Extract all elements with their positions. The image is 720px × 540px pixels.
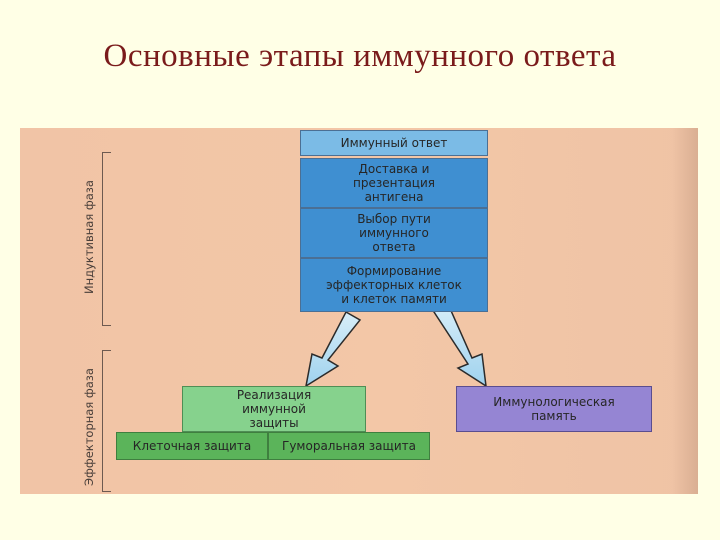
humoral-defense-box: Гуморальная защита bbox=[268, 432, 430, 460]
arrow-to-memory bbox=[432, 302, 487, 388]
immune-response-box: Иммунный ответ bbox=[300, 130, 488, 156]
arrows bbox=[304, 302, 487, 388]
delivery-box: Доставка и презентация антигена bbox=[300, 158, 488, 208]
photo-edge-shadow bbox=[672, 128, 698, 494]
realization-box: Реализация иммунной защиты bbox=[182, 386, 366, 432]
effector-phase-bracket bbox=[102, 350, 111, 492]
page-title: Основные этапы иммунного ответа bbox=[103, 38, 617, 74]
formation-box: Формирование эффекторных клеток и клеток… bbox=[300, 258, 488, 312]
memory-box: Иммунологическая память bbox=[456, 386, 652, 432]
diagram-photo: Индуктивная фаза Эффекторная фаза Иммунн… bbox=[20, 128, 698, 494]
arrow-to-realization bbox=[304, 310, 362, 388]
cellular-defense-box: Клеточная защита bbox=[116, 432, 268, 460]
inductive-phase-bracket bbox=[102, 152, 111, 326]
choice-box: Выбор пути иммунного ответа bbox=[300, 208, 488, 258]
